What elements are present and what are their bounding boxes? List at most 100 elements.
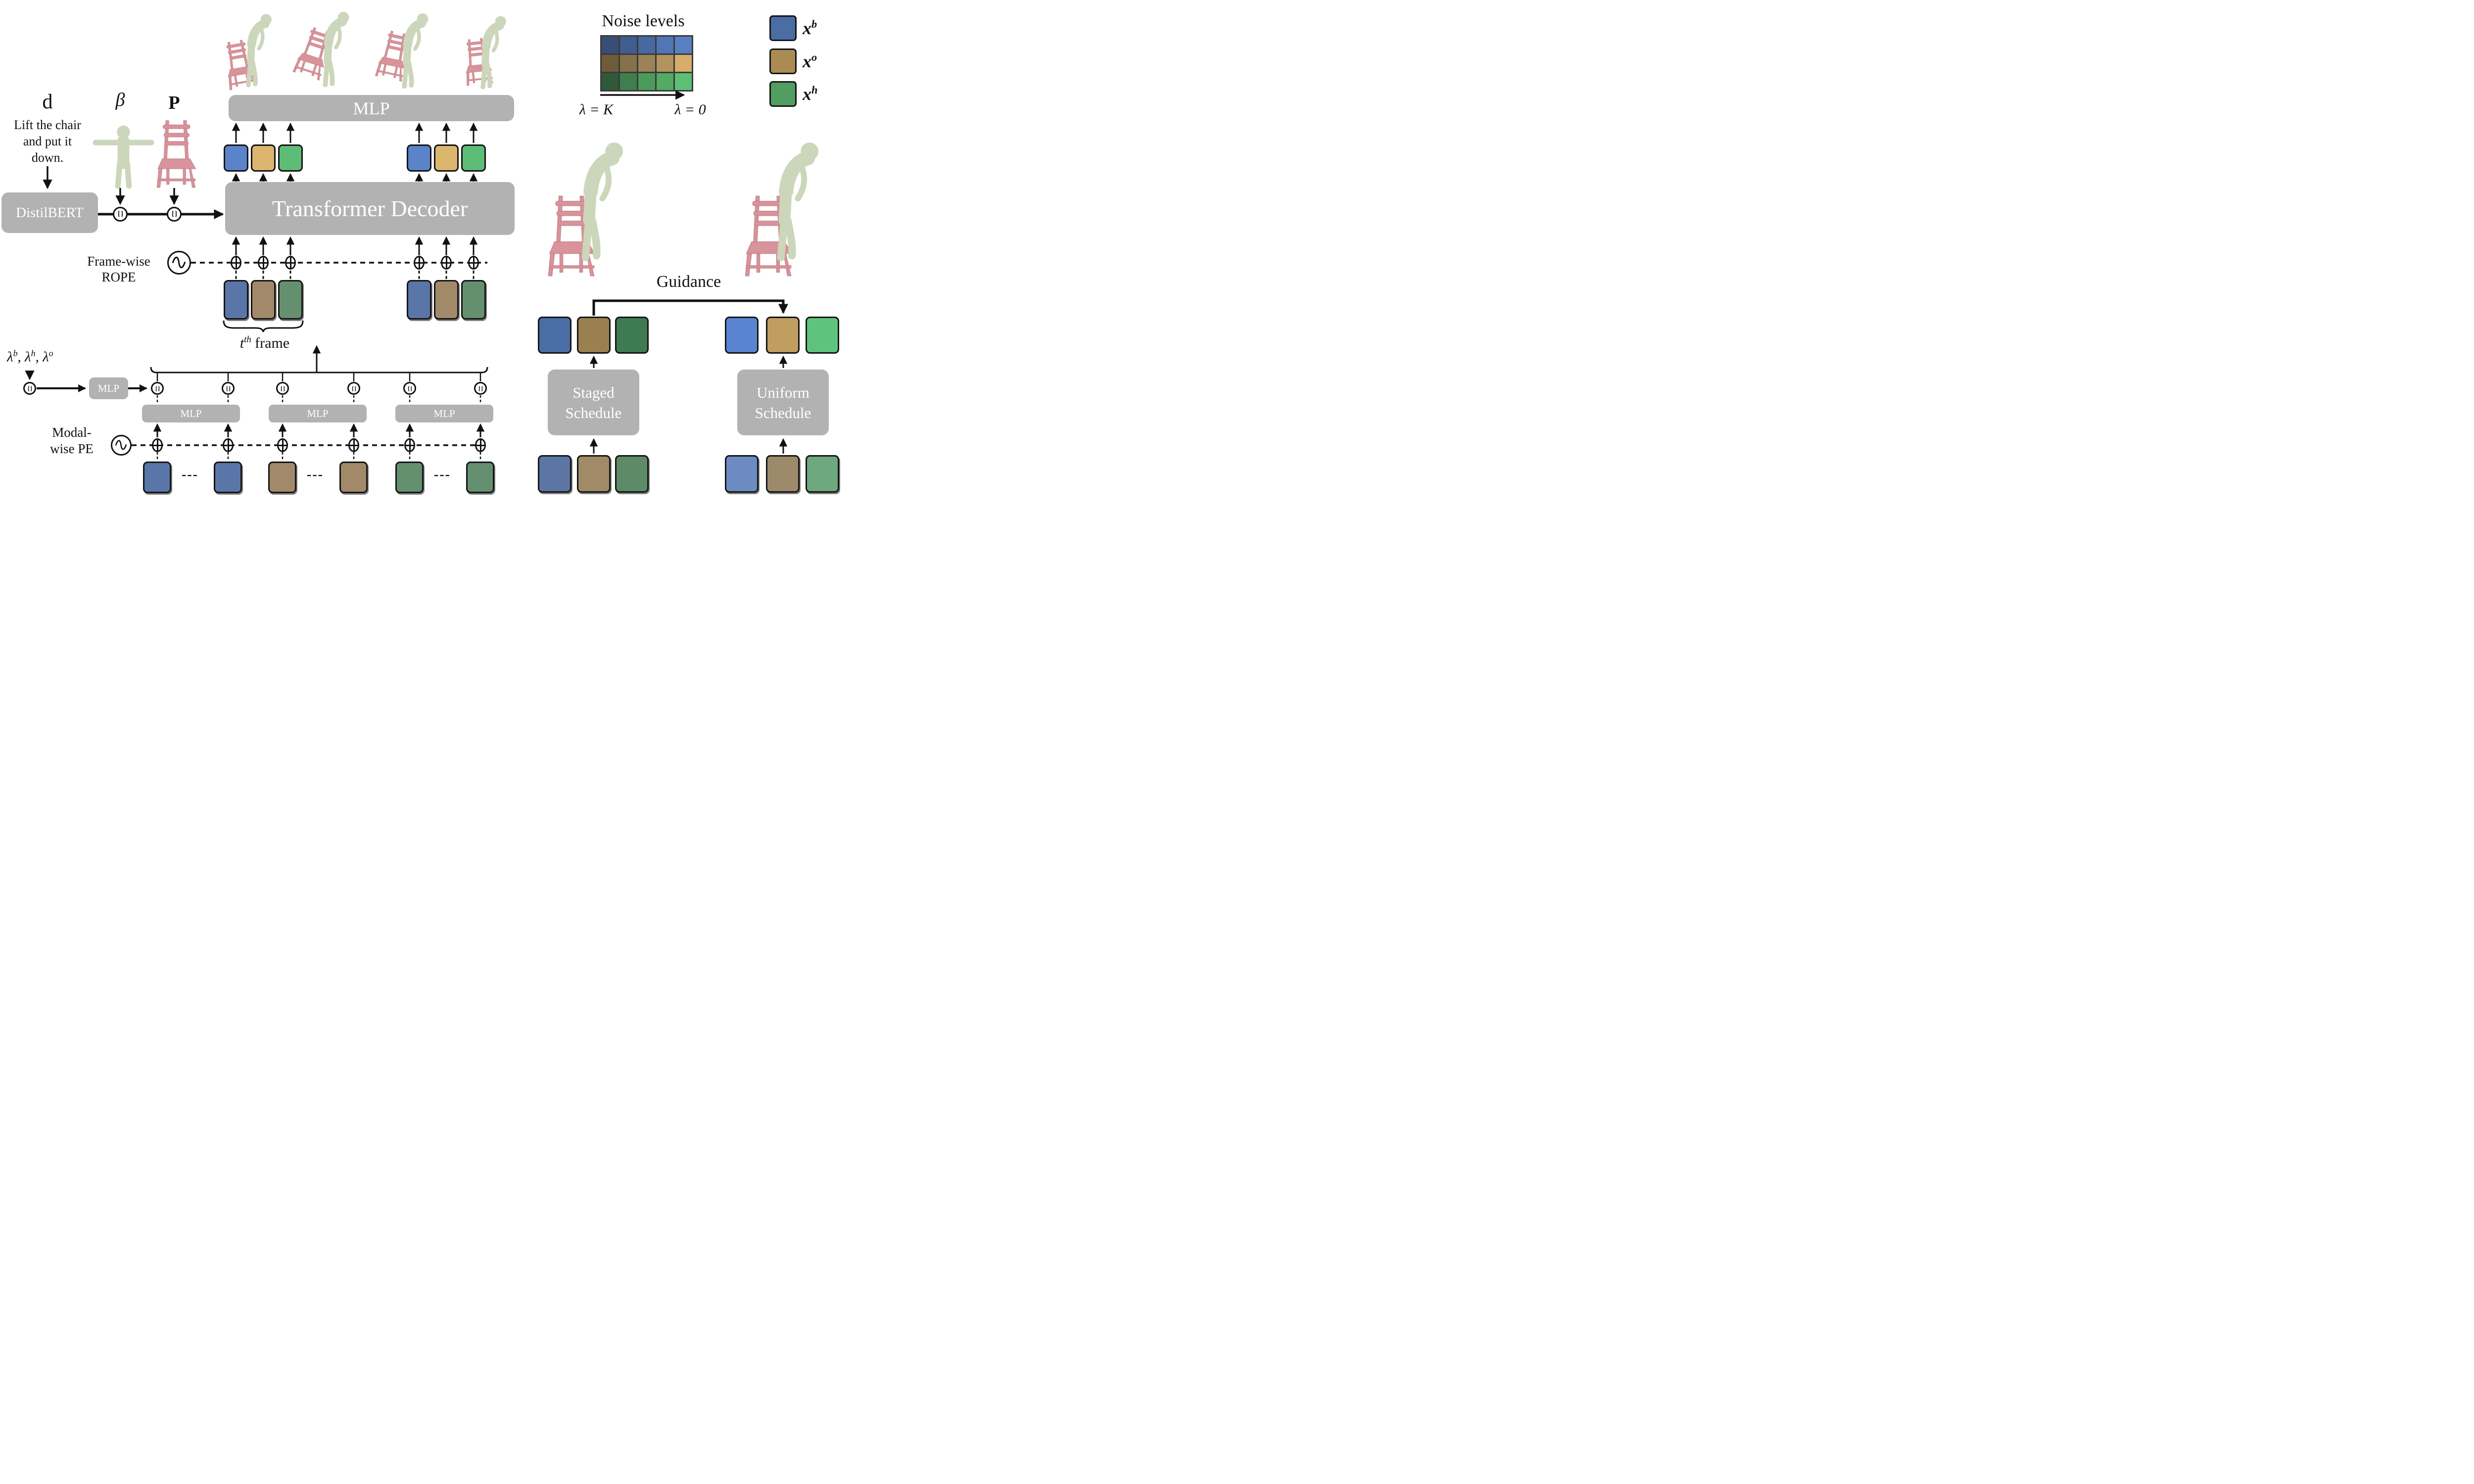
beta-tpose-figure <box>95 126 151 186</box>
mlp-hand-box: MLP <box>395 405 493 422</box>
lambda-o: λ <box>43 349 49 365</box>
token-hand-frame <box>395 462 424 493</box>
concat-symbol: [ ] <box>352 384 356 392</box>
token-object-frame <box>339 462 368 493</box>
concat-icon: [ ] <box>347 382 360 395</box>
noise-cell <box>602 55 618 72</box>
noise-cell <box>620 73 637 90</box>
token-body-output <box>407 144 431 172</box>
framewise-line-2: ROPE <box>101 270 136 284</box>
tth-sup: th <box>244 334 251 345</box>
legend-swatch-body <box>769 15 797 41</box>
flow-connectors <box>25 90 788 461</box>
beta-label: β <box>115 90 125 110</box>
d-label: d <box>42 91 53 113</box>
oplus-icon <box>285 256 296 270</box>
noise-cell <box>675 73 692 90</box>
token-uniform-body <box>725 317 759 354</box>
comma: , <box>17 349 25 365</box>
oplus-icon <box>152 438 163 452</box>
noise-levels-title: Noise levels <box>602 12 685 30</box>
staged-schedule-box: Staged Schedule <box>548 370 639 435</box>
legend-label-xo: xo <box>803 51 817 72</box>
p-chair-figure <box>156 120 196 188</box>
token-hand-output <box>461 144 486 172</box>
comma: , <box>35 349 43 365</box>
token-body-input <box>407 280 431 320</box>
token-staged-input-hand <box>615 455 649 493</box>
legend-swatch-hand <box>769 81 797 107</box>
noise-cell <box>675 37 692 53</box>
ellipsis: --- <box>182 467 198 482</box>
noise-cell <box>638 73 655 90</box>
token-uniform-input-hand <box>806 455 839 493</box>
paper-figure-diagram: d Lift the chair and put it down. Distil… <box>0 0 841 495</box>
staged-line-2: Schedule <box>565 404 622 421</box>
tth-rest: frame <box>251 335 290 351</box>
tth-frame-label: tth frame <box>218 334 312 352</box>
lambda-h-sup: h <box>31 348 36 358</box>
concat-symbol: [ ] <box>281 384 285 392</box>
token-hand-frame <box>466 462 494 493</box>
noise-cell <box>657 73 673 90</box>
legend-sup: h <box>811 84 818 96</box>
noise-cell <box>620 37 637 53</box>
token-staged-object <box>577 317 611 354</box>
concat-icon: [ ] <box>23 382 36 395</box>
token-body-frame <box>214 462 242 493</box>
noise-cell <box>638 55 655 72</box>
token-body-frame <box>143 462 171 493</box>
concat-symbol: [ ] <box>118 210 123 218</box>
legend-sup: b <box>811 18 817 30</box>
concat-symbol: [ ] <box>28 384 32 392</box>
token-hand-input <box>278 280 303 320</box>
motion-sequence-figures <box>221 12 506 90</box>
noise-cell <box>657 37 673 53</box>
oplus-icon <box>404 438 415 452</box>
token-staged-body <box>538 317 571 354</box>
mlp-top-box: MLP <box>229 95 514 121</box>
token-object-frame <box>268 462 296 493</box>
bottom-bracket <box>150 367 488 373</box>
noise-cell <box>602 37 618 53</box>
noise-cell <box>602 73 618 90</box>
staged-line-1: Staged <box>572 383 615 401</box>
sine-pe-icon <box>111 435 132 456</box>
transformer-decoder-box: Transformer Decoder <box>225 182 515 235</box>
sine-wave-glyph <box>172 256 186 269</box>
mlp-object-box: MLP <box>269 405 367 422</box>
prompt-line-1: Lift the chair <box>14 118 81 132</box>
token-staged-input-body <box>538 455 571 493</box>
sine-pe-icon <box>167 251 191 275</box>
oplus-icon <box>468 256 479 270</box>
concat-icon: [ ] <box>151 382 164 395</box>
modal-line-2: wise PE <box>50 441 94 456</box>
token-staged-input-object <box>577 455 611 493</box>
token-uniform-hand <box>806 317 839 354</box>
oplus-icon <box>277 438 288 452</box>
token-object-output <box>434 144 459 172</box>
legend-swatch-object <box>769 48 797 74</box>
token-object-output <box>251 144 276 172</box>
token-object-input <box>434 280 459 320</box>
oplus-icon <box>414 256 425 270</box>
token-staged-hand <box>615 317 649 354</box>
concat-icon: [ ] <box>276 382 289 395</box>
guidance-arrow <box>592 299 788 316</box>
concat-symbol: [ ] <box>172 210 177 218</box>
legend-base: x <box>803 18 811 38</box>
lambda-0-label: λ = 0 <box>674 101 706 118</box>
prompt-line-3: down. <box>31 150 64 165</box>
lambda-K-label: λ = K <box>579 101 614 118</box>
noise-cell <box>675 55 692 72</box>
noise-levels-grid <box>600 35 693 92</box>
prompt-text: Lift the chair and put it down. <box>2 117 93 166</box>
lambda-list-label: λb, λh, λo <box>7 348 86 366</box>
token-uniform-object <box>766 317 800 354</box>
distilbert-box: DistilBERT <box>1 192 98 233</box>
ellipsis: --- <box>434 467 451 482</box>
human-figure <box>585 143 818 257</box>
ellipsis: --- <box>307 467 324 482</box>
oplus-icon <box>258 256 269 270</box>
framewise-line-1: Frame-wise <box>87 254 150 269</box>
